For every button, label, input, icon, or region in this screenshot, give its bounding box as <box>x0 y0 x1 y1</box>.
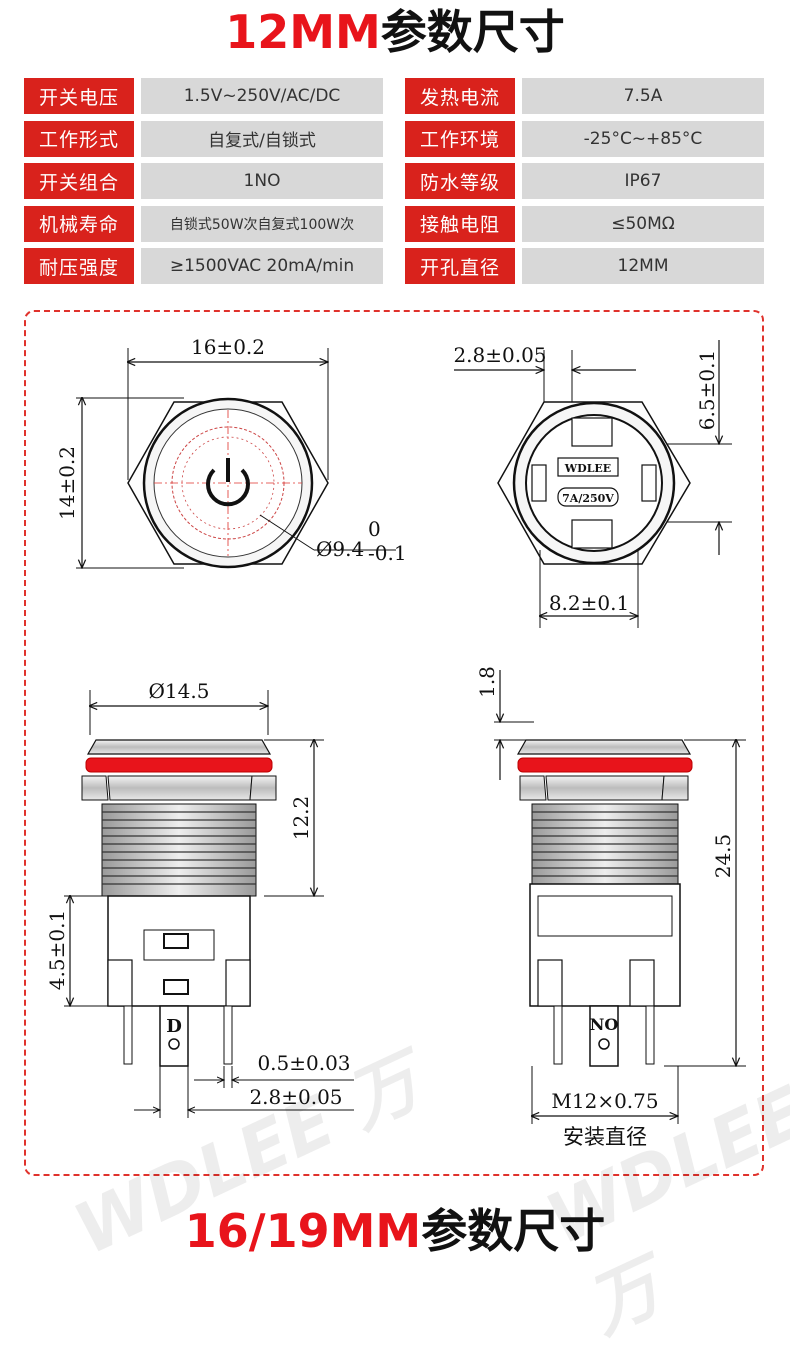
rear-pin-width-dim: 2.8±0.05 <box>453 343 546 367</box>
spec-row: 机械寿命自锁式50W次自复式100W次接触电阻≤50MΩ <box>24 205 766 242</box>
thread-spec-dim: M12×0.75 <box>551 1089 658 1113</box>
rear-pin-span-dim: 8.2±0.1 <box>549 591 629 615</box>
spec-label: 开关组合 <box>24 163 134 199</box>
front-width-dim: 16±0.2 <box>191 335 265 359</box>
spec-label: 耐压强度 <box>24 248 134 284</box>
spec-value: 12MM <box>522 248 764 284</box>
title-size: 12MM <box>225 5 381 59</box>
thread-caption: 安装直径 <box>563 1125 647 1149</box>
power-icon <box>206 468 250 507</box>
side-pin-thick-dim: 0.5±0.03 <box>257 1051 350 1075</box>
brand-label: WDLEE <box>564 462 611 475</box>
drawing-panel: 16±0.2 14±0.2 Ø9.4 0 -0.1 2.8±0.05 6.5±0… <box>24 310 764 1176</box>
page-title-12mm: 12MM参数尺寸 <box>0 4 790 60</box>
page-title-16-19mm: 16/19MM参数尺寸 <box>0 1203 790 1259</box>
rear-view: 2.8±0.05 6.5±0.1 WDLEE 7A/250V 8.2±0.1 <box>453 340 732 628</box>
spec-label: 开孔直径 <box>405 248 515 284</box>
spec-label: 接触电阻 <box>405 205 515 242</box>
spec-label: 机械寿命 <box>24 205 134 242</box>
right-total-len-dim: 24.5 <box>711 834 735 879</box>
thread-left <box>101 803 257 897</box>
side-view-right: 1.8 NO 24.5 M12×0 <box>475 666 746 1149</box>
rating-label: 7A/250V <box>562 492 614 505</box>
spec-label: 发热电流 <box>405 78 515 114</box>
spec-value: 1.5V~250V/AC/DC <box>141 78 383 114</box>
spec-label: 工作环境 <box>405 120 515 157</box>
side-view-left: Ø14.5 D 12.2 <box>45 679 354 1118</box>
spec-value: -25°C~+85°C <box>522 120 764 157</box>
spec-value: IP67 <box>522 163 764 199</box>
spec-value: ≥1500VAC 20mA/min <box>141 248 383 284</box>
side-pin-width-dim: 2.8±0.05 <box>249 1085 342 1109</box>
spec-label: 开关电压 <box>24 78 134 114</box>
spec-row: 工作形式自复式/自锁式工作环境-25°C~+85°C <box>24 120 766 157</box>
side-pin-height-dim: 4.5±0.1 <box>45 910 69 990</box>
rear-height-dim: 6.5±0.1 <box>695 350 719 430</box>
spec-value: 7.5A <box>522 78 764 114</box>
ring-tol-upper: 0 <box>368 517 381 541</box>
spec-value: 自复式/自锁式 <box>141 120 383 157</box>
technical-drawing: 16±0.2 14±0.2 Ø9.4 0 -0.1 2.8±0.05 6.5±0… <box>45 335 746 1149</box>
side-head-dia-dim: Ø14.5 <box>149 679 210 703</box>
ring-diameter-dim: Ø9.4 <box>316 537 364 561</box>
title-text: 参数尺寸 <box>421 1204 606 1258</box>
ring-tol-lower: -0.1 <box>368 541 407 565</box>
title-size: 16/19MM <box>184 1204 422 1258</box>
right-head-thick-dim: 1.8 <box>475 666 499 698</box>
spec-value: 自锁式50W次自复式100W次 <box>141 205 383 242</box>
spec-label: 防水等级 <box>405 163 515 199</box>
front-view: 16±0.2 14±0.2 Ø9.4 0 -0.1 <box>55 335 407 568</box>
title-text: 参数尺寸 <box>380 5 565 59</box>
pin-label-d: D <box>166 1016 182 1037</box>
thread-right <box>531 803 679 885</box>
spec-label: 工作形式 <box>24 120 134 157</box>
spec-value: ≤50MΩ <box>522 205 764 242</box>
pin-label-no: NO <box>590 1015 619 1034</box>
side-thread-len-dim: 12.2 <box>289 796 313 841</box>
front-height-dim: 14±0.2 <box>55 446 79 520</box>
spec-value: 1NO <box>141 163 383 199</box>
